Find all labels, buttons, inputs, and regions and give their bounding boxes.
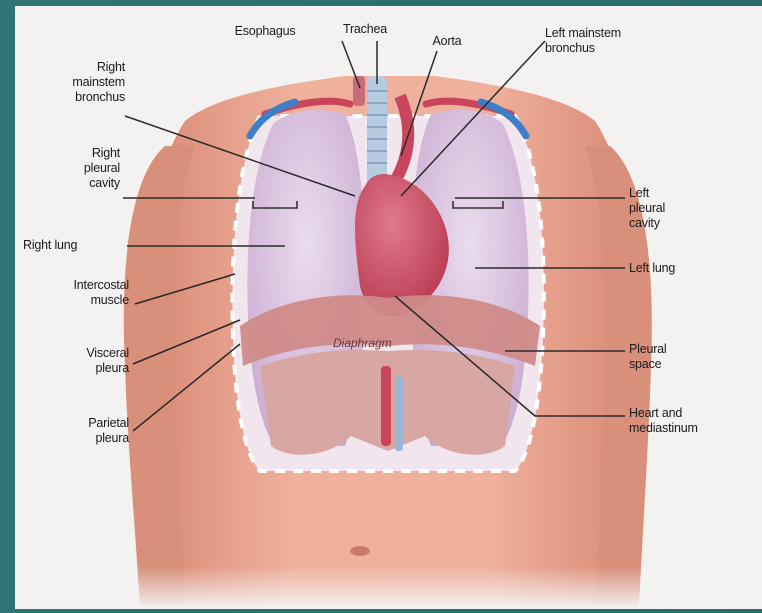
label-trachea: Trachea	[330, 22, 400, 37]
label-right-lung: Right lung	[23, 238, 123, 253]
anatomy-figure: Esophagus Trachea Aorta Left mainstem br…	[15, 6, 762, 609]
label-aorta: Aorta	[417, 34, 477, 49]
navel	[350, 546, 370, 556]
label-heart-and-mediastinum: Heart and mediastinum	[629, 406, 749, 436]
label-right-pleural-cavity: Right pleural cavity	[35, 146, 120, 191]
label-diaphragm: Diaphragm	[333, 336, 392, 350]
esophagus-shape	[353, 76, 365, 106]
label-left-pleural-cavity: Left pleural cavity	[629, 186, 719, 231]
label-parietal-pleura: Parietal pleura	[35, 416, 129, 446]
label-intercostal-muscle: Intercostal muscle	[19, 278, 129, 308]
label-pleural-space: Pleural space	[629, 342, 719, 372]
label-right-mainstem-bronchus: Right mainstem bronchus	[35, 60, 125, 105]
label-left-lung: Left lung	[629, 261, 719, 276]
descending-vessel-red	[381, 366, 391, 446]
trachea-shape	[367, 76, 387, 186]
label-left-mainstem-bronchus: Left mainstem bronchus	[545, 26, 675, 56]
descending-vessel-blue	[395, 376, 403, 451]
label-esophagus: Esophagus	[215, 24, 315, 39]
label-visceral-pleura: Visceral pleura	[35, 346, 129, 376]
